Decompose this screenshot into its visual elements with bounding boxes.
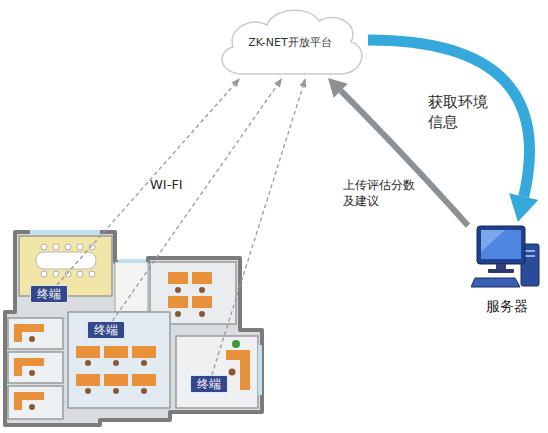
arrowhead <box>300 78 307 88</box>
connector <box>368 40 538 222</box>
meeting-table <box>36 252 96 269</box>
server-icon <box>471 222 543 294</box>
edge-label: 获取环境信息 <box>428 93 492 132</box>
edge-label: 上传评估分数及建议 <box>343 178 419 209</box>
office-room <box>176 336 258 408</box>
arrowhead <box>328 78 348 98</box>
arrowhead <box>231 78 240 87</box>
wifi-link <box>212 87 303 375</box>
server-label: 服务器 <box>468 298 546 316</box>
terminal-label: 终端 <box>94 323 118 337</box>
hall <box>115 262 148 312</box>
window <box>258 345 262 395</box>
cloud-outline <box>222 10 362 74</box>
terminal-label: 终端 <box>197 377 221 391</box>
desks <box>168 272 212 308</box>
curved-arrow <box>368 40 530 197</box>
tower-slot <box>525 255 535 257</box>
platform-name: ZK-NET开放平台 <box>248 35 331 50</box>
chair <box>229 369 236 376</box>
connector <box>57 78 240 285</box>
keyboard <box>471 278 520 287</box>
terminal-box: 终端 <box>190 375 228 393</box>
wifi-label: WI-FI <box>150 177 183 192</box>
terminal-label: 终端 <box>37 287 61 301</box>
wifi-link <box>57 85 234 285</box>
plant <box>232 340 240 348</box>
open-office <box>68 312 170 408</box>
screen-glare <box>481 230 505 252</box>
arrowhead <box>274 78 282 87</box>
connector <box>212 78 306 375</box>
cloud-node: ZK-NET开放平台 <box>212 2 368 78</box>
arrowhead <box>509 193 538 222</box>
open-desks <box>76 346 156 386</box>
desk <box>226 350 250 390</box>
building-outline <box>5 232 262 425</box>
open-chairs <box>85 360 147 394</box>
window <box>30 230 100 234</box>
wifi-link <box>112 85 277 321</box>
base <box>488 269 514 273</box>
office-chairs <box>29 336 35 410</box>
terminal-box: 终端 <box>30 285 68 303</box>
connector <box>112 78 282 321</box>
window <box>118 259 146 263</box>
screen <box>481 230 521 259</box>
small-offices <box>8 318 63 419</box>
terminal-box: 终端 <box>87 321 125 339</box>
monitor <box>477 226 525 264</box>
office-desks <box>14 324 44 410</box>
server-node: 服务器 <box>468 222 546 316</box>
tower-slot <box>525 250 535 252</box>
chairs <box>175 287 205 317</box>
